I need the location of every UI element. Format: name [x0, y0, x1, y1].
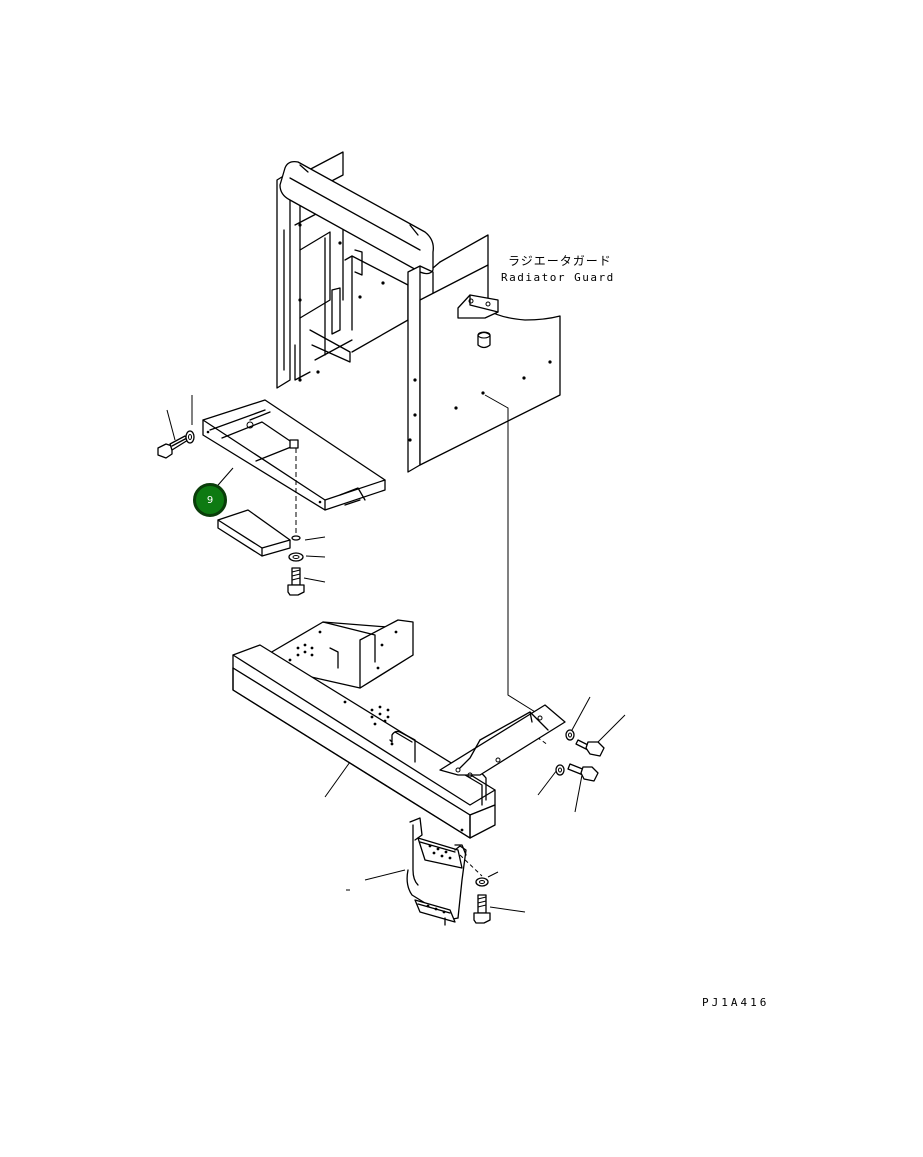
step-assembly	[406, 817, 467, 926]
radiator-guard	[276, 151, 561, 473]
radiator-guard-label-jp: ラジエータガード	[508, 254, 612, 268]
callout-marker-9[interactable]: 9	[193, 483, 227, 517]
callout-number: 9	[206, 494, 214, 506]
bolt-washer-set-upper-left	[157, 430, 195, 459]
bolt-washer-set-bottom	[459, 854, 491, 924]
bolt-washer-set-right	[555, 729, 605, 782]
leader-lines	[166, 394, 626, 913]
bolt-washer-set-under-plate	[287, 535, 305, 596]
drawing-number: PJ1A416	[702, 996, 770, 1009]
cover-plate	[217, 509, 291, 557]
under-cover	[202, 399, 386, 511]
front-frame	[232, 619, 566, 839]
radiator-guard-label-en: Radiator Guard	[501, 271, 615, 284]
